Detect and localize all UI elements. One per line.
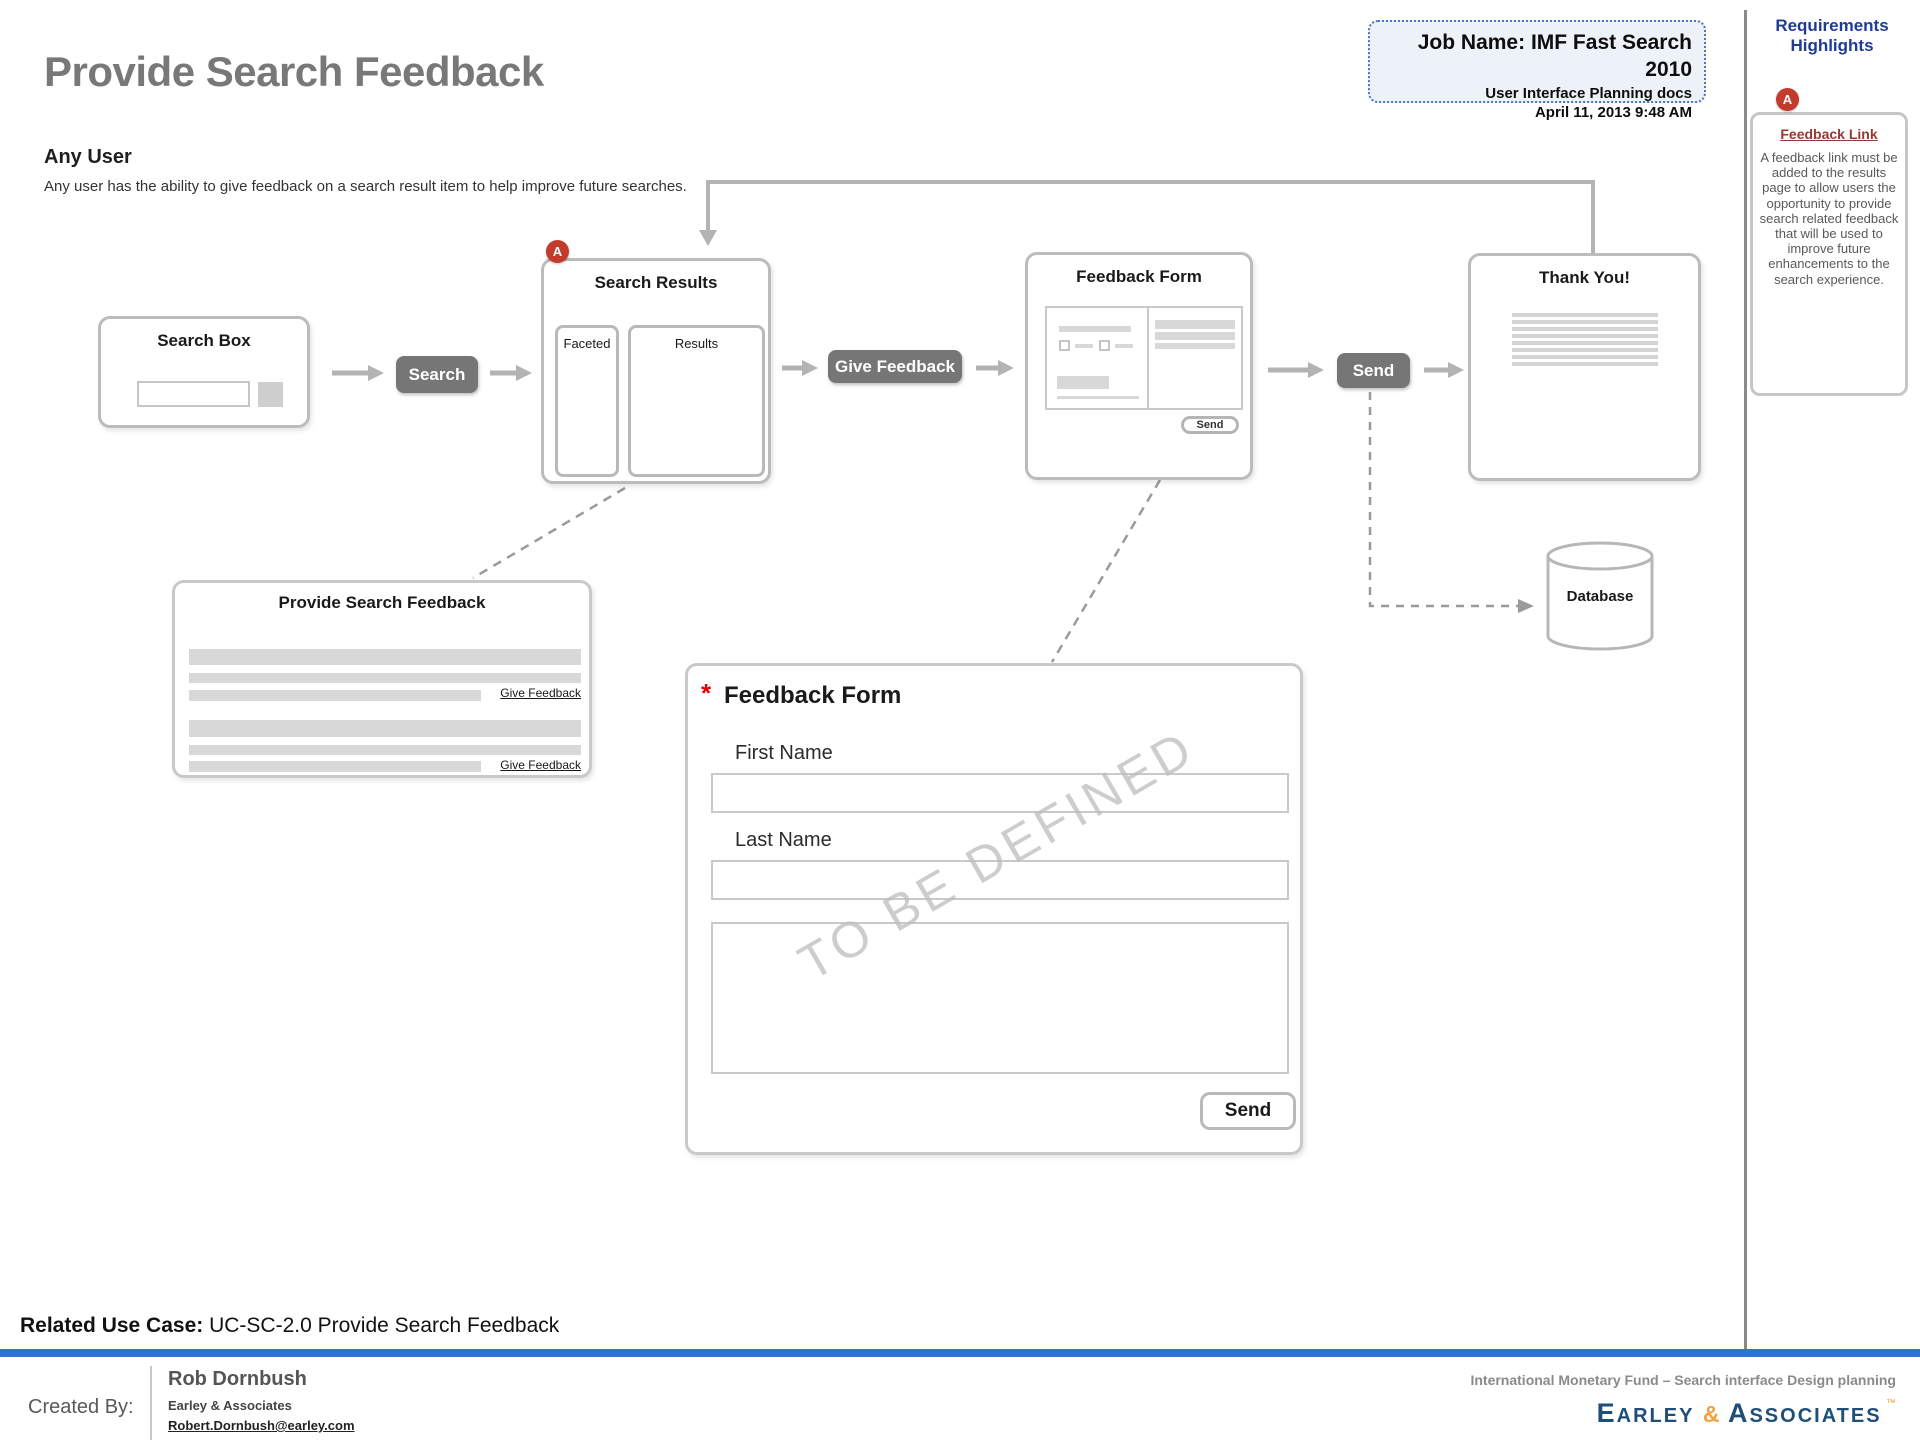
placeholder-bar	[1155, 332, 1235, 340]
placeholder-bar	[189, 673, 581, 683]
project-name: International Monetary Fund – Search int…	[1470, 1372, 1896, 1388]
sidebar-divider	[1744, 10, 1747, 1352]
search-box-title: Search Box	[157, 331, 251, 350]
give-feedback-link-2[interactable]: Give Feedback	[500, 758, 581, 772]
logo-trademark: ™	[1886, 1398, 1896, 1409]
job-name-box: Job Name: IMF Fast Search 2010 User Inte…	[1368, 20, 1706, 121]
results-detail-dashed-line	[472, 486, 626, 580]
form-send-button[interactable]: Send	[1200, 1092, 1296, 1130]
search-results-card: Search Results Faceted Results	[541, 258, 771, 484]
give-feedback-link-1[interactable]: Give Feedback	[500, 686, 581, 700]
earley-associates-logo: Earley & Associates ™	[1100, 1398, 1896, 1429]
thank-you-card: Thank You!	[1468, 253, 1701, 481]
placeholder-dash	[1115, 344, 1133, 348]
related-use-case-label: Related Use Case:	[20, 1314, 204, 1337]
sidebar-title-line2: Highlights	[1790, 36, 1874, 56]
placeholder-bar	[189, 745, 581, 755]
logo-word-earley: Earley	[1596, 1398, 1695, 1428]
logo-word-associates: Associates	[1727, 1398, 1882, 1428]
last-name-input[interactable]	[711, 860, 1289, 900]
related-use-case-value: UC-SC-2.0 Provide Search Feedback	[209, 1314, 560, 1337]
created-by-label: Created By:	[28, 1396, 134, 1418]
give-feedback-button[interactable]: Give Feedback	[828, 350, 962, 383]
related-use-case: Related Use Case: UC-SC-2.0 Provide Sear…	[20, 1314, 559, 1338]
faceted-label: Faceted	[563, 336, 611, 351]
actor-heading: Any User	[44, 146, 132, 168]
last-name-label: Last Name	[735, 829, 832, 851]
results-detail-card: Provide Search Feedback Give Feedback Gi…	[172, 580, 592, 778]
logo-ampersand: &	[1702, 1401, 1720, 1427]
job-name: Job Name: IMF Fast Search 2010	[1417, 31, 1692, 81]
feedback-message-textarea[interactable]	[711, 922, 1289, 1074]
search-submit-square-button[interactable]	[258, 382, 283, 407]
author-email-link[interactable]: Robert.Dornbush@earley.com	[168, 1418, 355, 1433]
footer-accent-bar	[0, 1349, 1920, 1357]
search-button[interactable]: Search	[396, 356, 478, 393]
placeholder-bar	[189, 690, 481, 701]
actor-description: Any user has the ability to give feedbac…	[44, 178, 687, 195]
feedback-form-title: Feedback Form	[1076, 267, 1202, 286]
loop-arrowhead-icon	[699, 230, 717, 246]
placeholder-bar	[1155, 343, 1235, 349]
checkbox-placeholder	[1059, 340, 1070, 351]
placeholder-bar	[189, 649, 581, 665]
author-company: Earley & Associates	[168, 1398, 292, 1413]
sidebar-title: Requirements Highlights	[1752, 16, 1912, 57]
thank-you-text-placeholder	[1511, 313, 1658, 369]
job-doc-type: User Interface Planning docs	[1485, 84, 1692, 102]
page-title: Provide Search Feedback	[44, 48, 544, 95]
annotation-a-badge-results: A	[546, 240, 569, 263]
send-button[interactable]: Send	[1337, 353, 1410, 388]
results-label: Results	[674, 336, 719, 351]
feedback-form-card: Feedback Form Send	[1025, 252, 1253, 480]
feedback-form-detail-card: * Feedback Form First Name Last Name TO …	[685, 663, 1303, 1155]
results-detail-title: Provide Search Feedback	[278, 593, 486, 612]
placeholder-bar	[189, 761, 481, 772]
search-box-card: Search Box	[98, 316, 310, 428]
feedback-form-detail-title: Feedback Form	[724, 682, 902, 709]
thank-you-title: Thank You!	[1539, 268, 1630, 287]
required-asterisk: *	[701, 678, 712, 708]
sidebar-title-line1: Requirements	[1775, 16, 1889, 35]
annotation-a-badge-sidebar: A	[1776, 88, 1799, 111]
feedback-form-wireframe	[1045, 306, 1243, 410]
placeholder-line	[1057, 396, 1139, 399]
wireframe-column-divider	[1147, 308, 1149, 408]
placeholder-block	[1057, 376, 1109, 389]
placeholder-dash	[1075, 344, 1093, 348]
footer-divider	[150, 1366, 152, 1440]
checkbox-placeholder	[1099, 340, 1110, 351]
placeholder-bar	[1155, 320, 1235, 329]
placeholder-bar	[189, 720, 581, 737]
requirement-note-card	[1750, 112, 1908, 396]
form-detail-dashed-line	[1050, 479, 1162, 663]
first-name-input[interactable]	[711, 773, 1289, 813]
first-name-label: First Name	[735, 742, 833, 764]
job-timestamp: April 11, 2013 9:48 AM	[1534, 103, 1692, 121]
faceted-panel: Faceted	[555, 325, 619, 477]
database-label: Database	[1566, 588, 1634, 605]
author-name: Rob Dornbush	[168, 1368, 307, 1390]
placeholder-bar	[1059, 326, 1131, 332]
results-panel: Results	[628, 325, 765, 477]
search-input[interactable]	[137, 381, 250, 407]
search-results-title: Search Results	[594, 273, 718, 292]
mini-send-button[interactable]: Send	[1181, 416, 1239, 434]
feedback-link-reference[interactable]: Feedback Link	[1780, 126, 1878, 142]
loop-connector-line	[706, 180, 1595, 253]
database-arrowhead-icon	[1518, 599, 1534, 613]
requirement-note-text: A feedback link must be added to the res…	[1759, 150, 1899, 287]
